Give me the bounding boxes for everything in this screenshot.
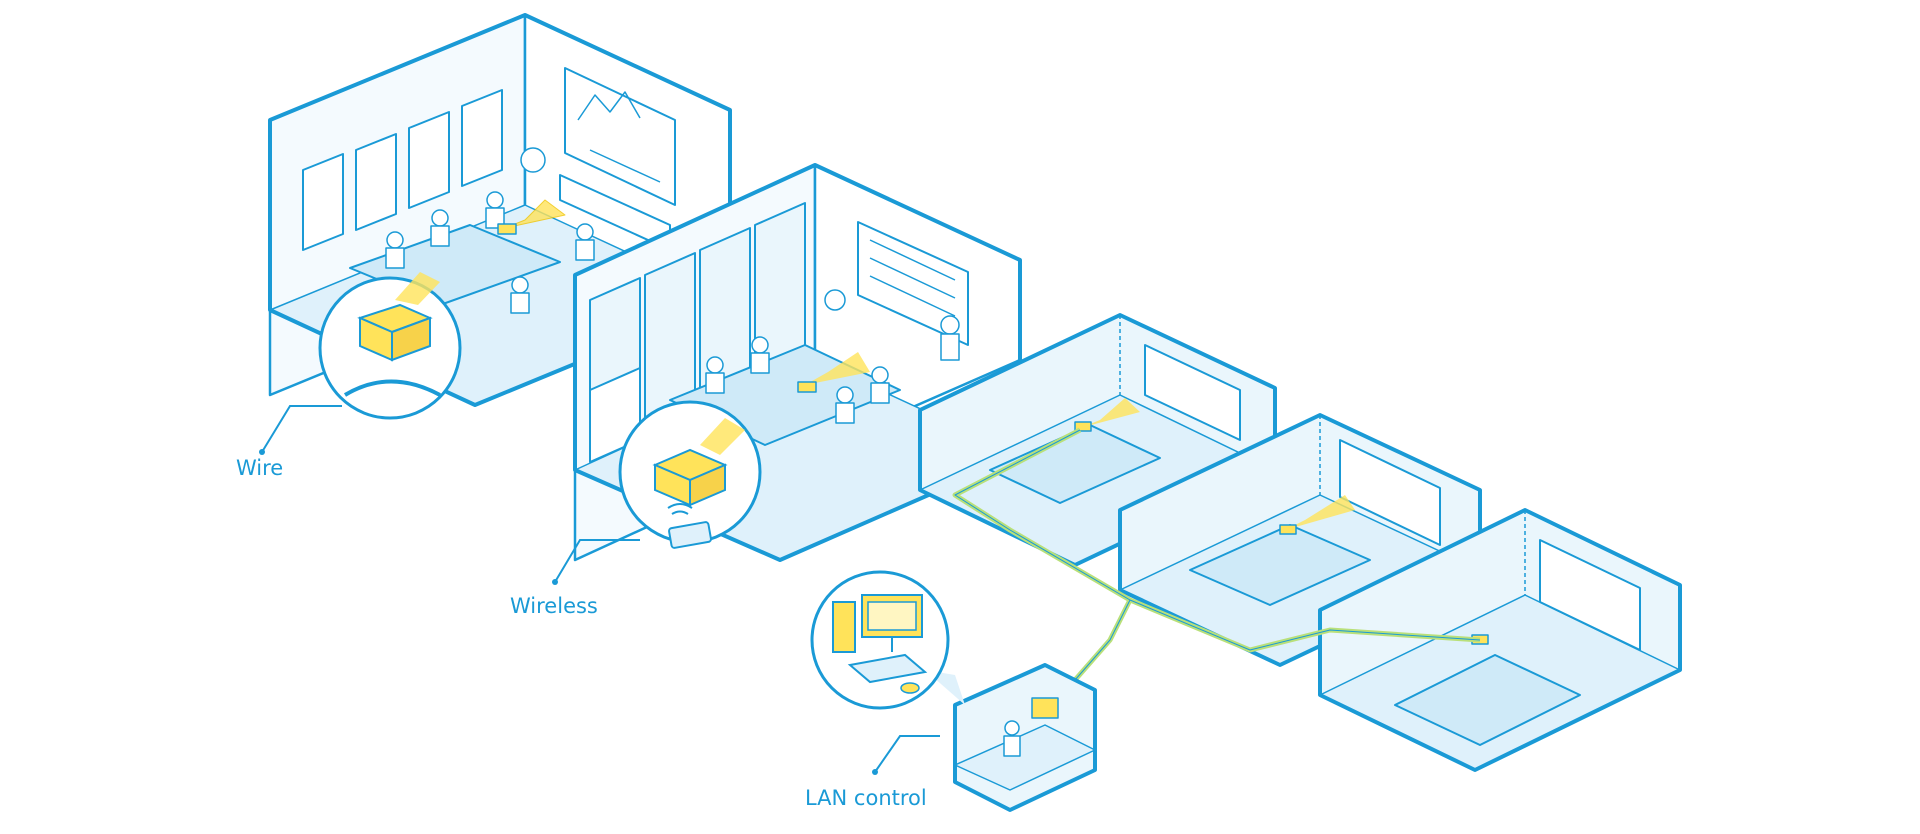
wifi-icon: [667, 503, 693, 515]
tablet-icon: [668, 521, 712, 549]
plant-icon: [824, 289, 846, 311]
computer-tower-icon: [832, 601, 856, 653]
wireless-leader-dot: [552, 579, 558, 585]
wireless-leader-line: [554, 539, 640, 583]
wire-label: Wire: [236, 456, 284, 480]
room-lan-control: [953, 663, 1097, 812]
wire-leader-line: [261, 405, 342, 453]
lan-leader-dot: [872, 769, 878, 775]
monitor-icon: [1031, 697, 1059, 719]
wire-leader-dot: [259, 449, 265, 455]
lan-control-label: LAN control: [805, 786, 927, 810]
plant-icon: [520, 147, 546, 173]
wireless-zoom-bubble: [618, 400, 762, 549]
projector-icon: [1074, 421, 1092, 432]
wireless-label: Wireless: [510, 594, 598, 618]
lan-zoom-bubble: [810, 570, 965, 710]
wire-zoom-bubble: [318, 272, 462, 420]
office-chair-icon: [1003, 735, 1021, 757]
projector-icon: [1279, 524, 1297, 535]
room-5: [1318, 508, 1682, 772]
projector-icon: [497, 223, 517, 235]
projector-icon: [797, 381, 817, 393]
lan-leader-line: [874, 735, 940, 773]
